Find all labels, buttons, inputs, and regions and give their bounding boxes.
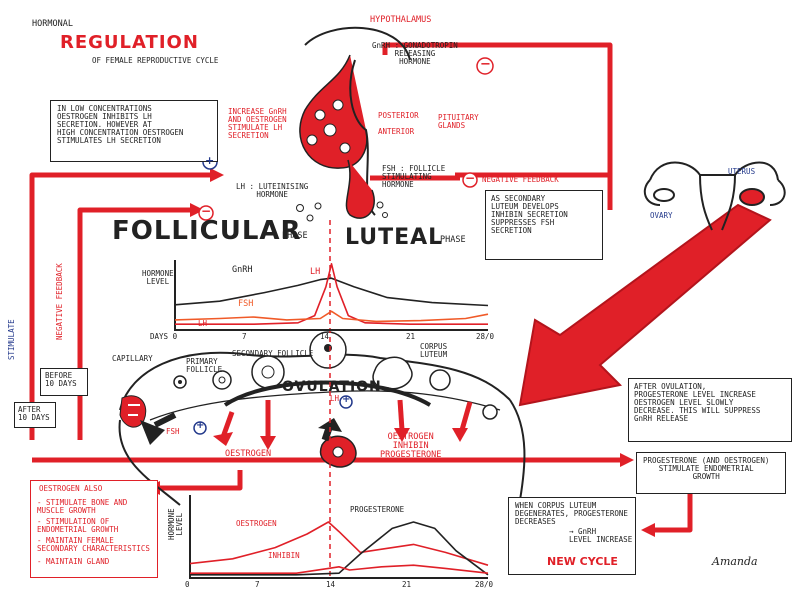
- chart-ovarian-hormone-lines: [189, 521, 489, 576]
- chart2-legend-progesterone: PROGESTERONE: [350, 505, 405, 514]
- capillary-label: CAPILLARY: [112, 354, 153, 363]
- black-arrows: [140, 412, 342, 445]
- big-diagonal-arrow: [518, 203, 772, 407]
- hormone-release-arrows: [219, 399, 473, 441]
- title-subtitle: OF FEMALE REPRODUCTIVE CYCLE: [92, 56, 219, 65]
- oestrogen-also-box: OESTROGEN ALSO - STIMULATE BONE AND MUSC…: [30, 480, 158, 578]
- chart1-ylabel: HORMONE LEVEL: [142, 269, 174, 286]
- chart1-legend-gnrh: GnRH: [232, 265, 253, 275]
- negative-feedback-side-label: NEGATIVE FEEDBACK: [55, 263, 64, 340]
- oestrogen-also-item: - MAINTAIN GLAND: [37, 557, 110, 566]
- gnrh-label: GnRH : GONADOTROPIN RELEASING HORMONE: [372, 41, 458, 66]
- luteal-phase-suffix: PHASE: [440, 235, 466, 245]
- progesterone-stimulate-note: PROGESTERONE (AND OESTROGEN) STIMULATE E…: [636, 452, 786, 494]
- fsh-ovary-label: FSH: [166, 427, 180, 436]
- oestrogen-also-item: - STIMULATION OF ENDOMETRIAL GROWTH: [37, 517, 119, 534]
- x-tick-label: 28/0: [476, 332, 495, 341]
- ovulation-arc: [223, 380, 432, 407]
- follicle-stages: [119, 331, 498, 468]
- oestrogen-also-item: - MAINTAIN FEMALE SECONDARY CHARACTERIST…: [37, 536, 150, 553]
- signature: Amanda: [712, 555, 758, 568]
- uterus-label: UTERUS: [728, 167, 756, 176]
- chart1-legend-fsh: FSH: [238, 299, 254, 309]
- minus-sign-3: −: [465, 171, 476, 185]
- x-tick-label: 21: [402, 580, 412, 589]
- increase-gnrh-note: INCREASE GnRH AND OESTROGEN STIMULATE LH…: [228, 107, 287, 140]
- plus-sign-2: +: [196, 420, 205, 431]
- ovary-label: OVARY: [650, 211, 673, 220]
- x-tick-label: 21: [406, 332, 416, 341]
- series-line-lh: [175, 263, 488, 325]
- hypothalamus-label: HYPOTHALAMUS: [370, 15, 432, 25]
- chart-axes: [174, 260, 488, 579]
- x-tick-label: DAYS 0: [150, 332, 178, 341]
- oestrogen-also-item: - STIMULATE BONE AND MUSCLE GROWTH: [37, 498, 128, 515]
- uterus-drawing: [643, 161, 786, 231]
- x-tick-label: 14: [326, 580, 336, 589]
- plus-sign-3: +: [342, 394, 351, 405]
- x-tick-label: 28/0: [475, 580, 494, 589]
- primary-follicle-label: PRIMARY FOLLICLE: [186, 357, 223, 374]
- top-feedback-arrow: [382, 42, 613, 210]
- after-ovulation-note: AFTER OVULATION, PROGESTERONE LEVEL INCR…: [628, 378, 792, 442]
- before-10-days-box: BEFORE 10 DAYS: [40, 368, 88, 396]
- ovulation-label: OVULATION: [282, 379, 382, 395]
- lh-definition: LH : LUTEINISING HORMONE: [236, 182, 309, 199]
- follicular-phase-suffix: PHASE: [282, 231, 308, 241]
- negative-feedback-arrow: [77, 207, 190, 440]
- pituitary-label: PITUITARY GLANDS: [438, 113, 479, 130]
- series-line-oestrogen: [189, 521, 489, 566]
- negative-feedback-title: NEGATIVE FEEDBACK: [482, 175, 559, 184]
- x-tick-label: 7: [242, 332, 247, 341]
- stimulate-arrow: [29, 172, 210, 440]
- series-line-gnrh: [174, 277, 489, 307]
- chart1-legend-lh: LH: [310, 267, 321, 277]
- brain-pituitary: [296, 26, 411, 222]
- fsh-definition: FSH : FOLLICLE STIMULATING HORMONE: [382, 164, 446, 189]
- follicular-phase-title: FOLLICULAR: [112, 216, 302, 246]
- series-line-progesterone: [190, 521, 489, 576]
- title-regulation: REGULATION: [60, 32, 199, 53]
- after-10-days-box: AFTER 10 DAYS: [14, 402, 56, 428]
- oestrogen-inhibin-progesterone-label: OESTROGEN INHIBIN PROGESTERONE: [380, 432, 442, 460]
- luteal-phase-title: LUTEAL: [345, 225, 444, 250]
- corpus-luteum-label: CORPUS LUTEUM: [420, 342, 448, 359]
- negative-feedback-note: AS SECONDARY LUTEUM DEVELOPS INHIBIN SEC…: [485, 190, 603, 260]
- chart-follicular-luteal-lines: [174, 263, 489, 325]
- series-line-fsh: [174, 310, 489, 323]
- new-cycle-label: NEW CYCLE: [547, 555, 618, 568]
- anterior-label: ANTERIOR: [378, 127, 415, 136]
- plus-sign-1: +: [205, 154, 215, 167]
- title-hormonal: HORMONAL: [32, 19, 73, 29]
- series-line-inhibin: [190, 564, 489, 574]
- stimulate-side-label: STIMULATE: [7, 319, 16, 360]
- chart2-legend-oestrogen: OESTROGEN: [236, 519, 277, 528]
- x-tick-label: 7: [255, 580, 260, 589]
- chart1-lh-baseline-label: LH: [198, 319, 208, 328]
- corpus-degenerates-note: WHEN CORPUS LUTEUM DEGENERATES, PROGESTE…: [508, 497, 636, 575]
- lh-ovary-label: LH: [330, 394, 340, 403]
- minus-sign-1: −: [480, 57, 491, 72]
- chart2-ylabel: HORMONE LEVEL: [167, 508, 184, 540]
- low-concentration-note: IN LOW CONCENTRATIONS OESTROGEN INHIBITS…: [50, 100, 218, 162]
- x-tick-label: 14: [320, 332, 330, 341]
- secondary-follicle-label: SECONDARY FOLLICLE: [232, 349, 314, 358]
- posterior-label: POSTERIOR: [378, 111, 419, 120]
- chart2-legend-inhibin: INHIBIN: [268, 551, 300, 560]
- minus-sign-2: −: [201, 204, 212, 218]
- oestrogen-release-label: OESTROGEN: [225, 449, 272, 459]
- x-tick-label: 0: [185, 580, 190, 589]
